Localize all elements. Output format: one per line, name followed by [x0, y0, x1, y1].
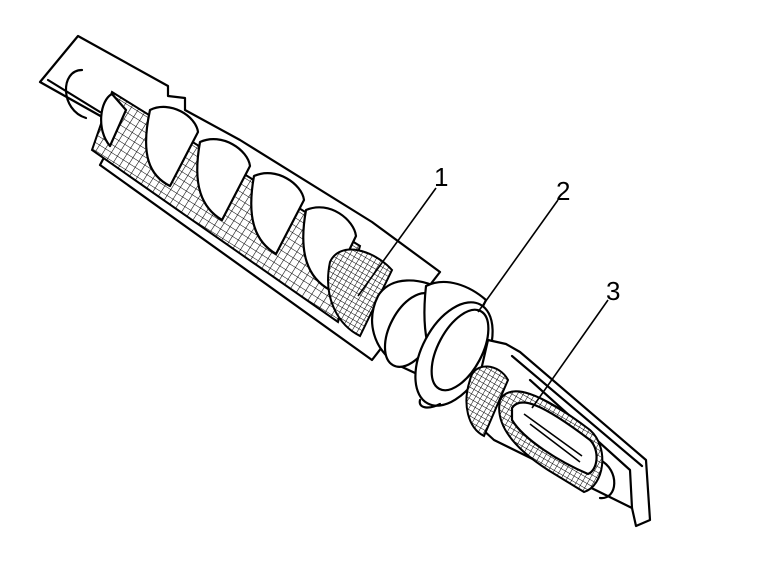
callout-1: 1	[434, 162, 448, 192]
outlet-screen	[465, 365, 604, 494]
callout-2: 2	[556, 176, 570, 206]
leader-lines	[357, 187, 609, 409]
callout-3: 3	[606, 276, 620, 306]
leader-line-3	[531, 299, 609, 409]
leader-line-2	[477, 199, 559, 313]
left-filter-screen	[90, 90, 362, 324]
leader-line-1	[357, 187, 437, 297]
